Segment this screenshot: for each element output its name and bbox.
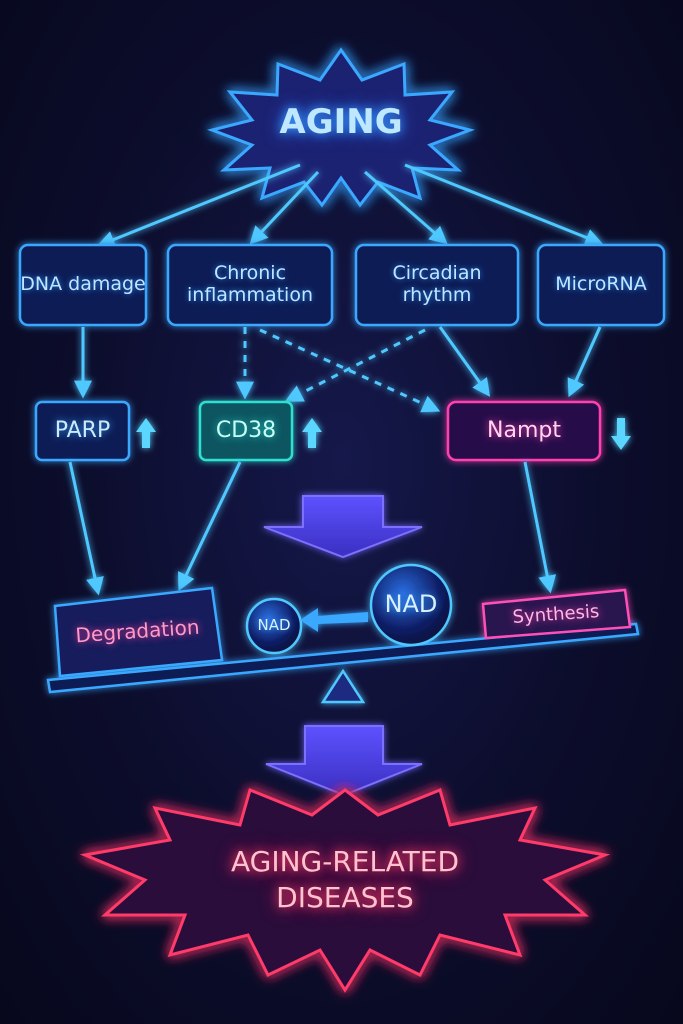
microrna-box bbox=[536, 243, 666, 327]
nampt-down-arrow-icon bbox=[611, 418, 631, 450]
aging-starburst bbox=[206, 47, 476, 208]
down-arrow-upper-icon bbox=[263, 495, 423, 559]
nad-large-circle bbox=[369, 563, 453, 647]
factor-boxes bbox=[18, 243, 666, 327]
chronic-inflammation-box bbox=[166, 243, 334, 327]
aging-to-factors-arrows bbox=[96, 163, 604, 249]
dna-damage-box bbox=[18, 243, 148, 327]
balance-scale bbox=[46, 563, 640, 704]
nad-small-circle bbox=[245, 597, 303, 655]
nampt-box bbox=[446, 400, 602, 462]
cd38-box bbox=[198, 400, 294, 462]
nad-conversion-arrow-icon bbox=[300, 608, 368, 632]
degradation-pan bbox=[53, 586, 224, 678]
diseases-starburst bbox=[79, 787, 611, 993]
fulcrum-triangle bbox=[320, 668, 366, 704]
trend-arrows bbox=[136, 418, 631, 450]
dashed-arrows bbox=[236, 327, 441, 413]
parp-box bbox=[34, 400, 131, 462]
enzyme-to-balance-arrows bbox=[68, 461, 557, 596]
balance-beam bbox=[46, 622, 640, 694]
cd38-up-arrow-icon bbox=[302, 418, 322, 448]
parp-up-arrow-icon bbox=[136, 418, 156, 448]
synthesis-pan bbox=[481, 588, 632, 640]
down-arrow-lower-icon bbox=[265, 725, 423, 797]
circadian-rhythm-box bbox=[354, 243, 520, 327]
factor-to-enzyme-arrows bbox=[74, 326, 602, 399]
